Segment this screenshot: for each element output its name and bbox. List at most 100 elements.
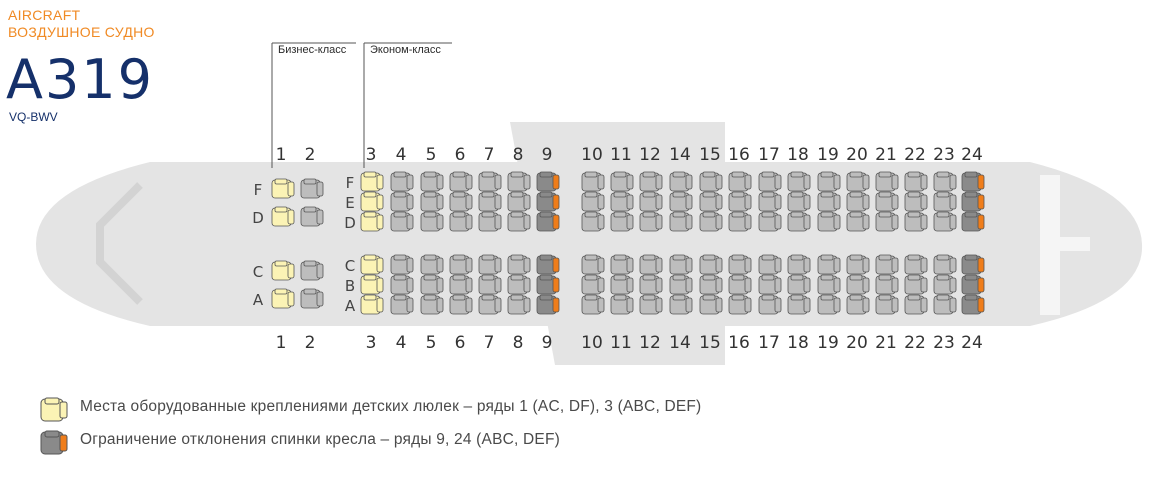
seat-23A[interactable] [933, 294, 957, 315]
seat-5E[interactable] [420, 191, 444, 212]
seat-15F[interactable] [699, 171, 723, 192]
seat-11C[interactable] [610, 254, 634, 275]
seat-22D[interactable] [904, 211, 928, 232]
seat-11E[interactable] [610, 191, 634, 212]
seat-20C[interactable] [846, 254, 870, 275]
seat-18C[interactable] [787, 254, 811, 275]
seat-20B[interactable] [846, 274, 870, 295]
seat-21F[interactable] [875, 171, 899, 192]
seat-1A[interactable] [271, 288, 295, 309]
seat-17D[interactable] [758, 211, 782, 232]
seat-14C[interactable] [669, 254, 693, 275]
seat-19E[interactable] [817, 191, 841, 212]
seat-22B[interactable] [904, 274, 928, 295]
seat-9B[interactable] [536, 274, 560, 295]
seat-16A[interactable] [728, 294, 752, 315]
seat-16F[interactable] [728, 171, 752, 192]
seat-6B[interactable] [449, 274, 473, 295]
seat-3D[interactable] [360, 211, 384, 232]
seat-8F[interactable] [507, 171, 531, 192]
seat-23C[interactable] [933, 254, 957, 275]
seat-20A[interactable] [846, 294, 870, 315]
seat-19F[interactable] [817, 171, 841, 192]
seat-10F[interactable] [581, 171, 605, 192]
seat-3C[interactable] [360, 254, 384, 275]
seat-17B[interactable] [758, 274, 782, 295]
seat-21E[interactable] [875, 191, 899, 212]
seat-4E[interactable] [390, 191, 414, 212]
seat-2C[interactable] [300, 260, 324, 281]
seat-21A[interactable] [875, 294, 899, 315]
seat-8A[interactable] [507, 294, 531, 315]
seat-14F[interactable] [669, 171, 693, 192]
seat-23E[interactable] [933, 191, 957, 212]
seat-24D[interactable] [961, 211, 985, 232]
seat-16E[interactable] [728, 191, 752, 212]
seat-24E[interactable] [961, 191, 985, 212]
seat-11A[interactable] [610, 294, 634, 315]
seat-17A[interactable] [758, 294, 782, 315]
seat-17E[interactable] [758, 191, 782, 212]
seat-23D[interactable] [933, 211, 957, 232]
seat-19C[interactable] [817, 254, 841, 275]
seat-9E[interactable] [536, 191, 560, 212]
seat-12E[interactable] [639, 191, 663, 212]
seat-1C[interactable] [271, 260, 295, 281]
seat-14E[interactable] [669, 191, 693, 212]
seat-14B[interactable] [669, 274, 693, 295]
seat-6A[interactable] [449, 294, 473, 315]
seat-22F[interactable] [904, 171, 928, 192]
seat-21B[interactable] [875, 274, 899, 295]
seat-4D[interactable] [390, 211, 414, 232]
seat-14A[interactable] [669, 294, 693, 315]
seat-4F[interactable] [390, 171, 414, 192]
seat-18B[interactable] [787, 274, 811, 295]
seat-9F[interactable] [536, 171, 560, 192]
seat-7C[interactable] [478, 254, 502, 275]
seat-24C[interactable] [961, 254, 985, 275]
seat-19A[interactable] [817, 294, 841, 315]
seat-16D[interactable] [728, 211, 752, 232]
seat-9A[interactable] [536, 294, 560, 315]
seat-23F[interactable] [933, 171, 957, 192]
seat-12F[interactable] [639, 171, 663, 192]
seat-10E[interactable] [581, 191, 605, 212]
seat-5B[interactable] [420, 274, 444, 295]
seat-3F[interactable] [360, 171, 384, 192]
seat-16B[interactable] [728, 274, 752, 295]
seat-18A[interactable] [787, 294, 811, 315]
seat-11B[interactable] [610, 274, 634, 295]
seat-23B[interactable] [933, 274, 957, 295]
seat-15B[interactable] [699, 274, 723, 295]
seat-1D[interactable] [271, 206, 295, 227]
seat-5A[interactable] [420, 294, 444, 315]
seat-6D[interactable] [449, 211, 473, 232]
seat-21D[interactable] [875, 211, 899, 232]
seat-10B[interactable] [581, 274, 605, 295]
seat-6E[interactable] [449, 191, 473, 212]
seat-8B[interactable] [507, 274, 531, 295]
seat-5F[interactable] [420, 171, 444, 192]
seat-8E[interactable] [507, 191, 531, 212]
seat-19D[interactable] [817, 211, 841, 232]
seat-22E[interactable] [904, 191, 928, 212]
seat-2F[interactable] [300, 178, 324, 199]
seat-10A[interactable] [581, 294, 605, 315]
seat-19B[interactable] [817, 274, 841, 295]
seat-20F[interactable] [846, 171, 870, 192]
seat-6C[interactable] [449, 254, 473, 275]
seat-20D[interactable] [846, 211, 870, 232]
seat-4C[interactable] [390, 254, 414, 275]
seat-5D[interactable] [420, 211, 444, 232]
seat-2D[interactable] [300, 206, 324, 227]
seat-11D[interactable] [610, 211, 634, 232]
seat-10C[interactable] [581, 254, 605, 275]
seat-7F[interactable] [478, 171, 502, 192]
seat-9C[interactable] [536, 254, 560, 275]
seat-3B[interactable] [360, 274, 384, 295]
seat-17C[interactable] [758, 254, 782, 275]
seat-18E[interactable] [787, 191, 811, 212]
seat-12B[interactable] [639, 274, 663, 295]
seat-22C[interactable] [904, 254, 928, 275]
seat-21C[interactable] [875, 254, 899, 275]
